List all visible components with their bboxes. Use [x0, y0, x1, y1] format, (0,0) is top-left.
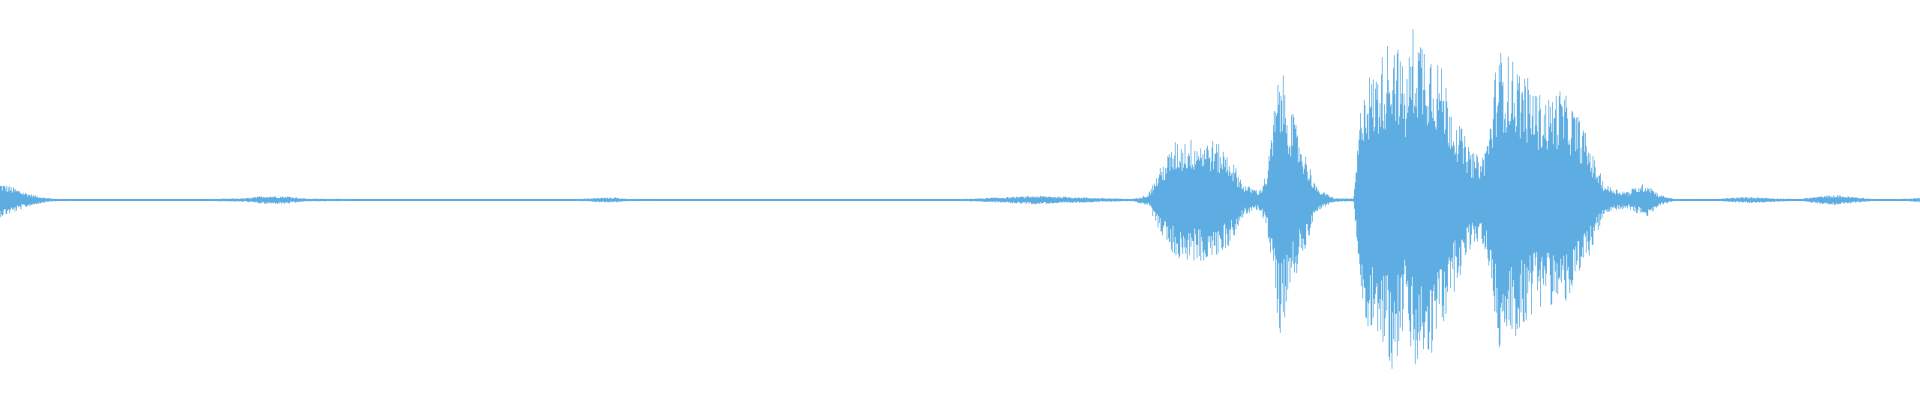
- waveform-samples: [0, 29, 1920, 369]
- waveform-path: [0, 29, 1920, 369]
